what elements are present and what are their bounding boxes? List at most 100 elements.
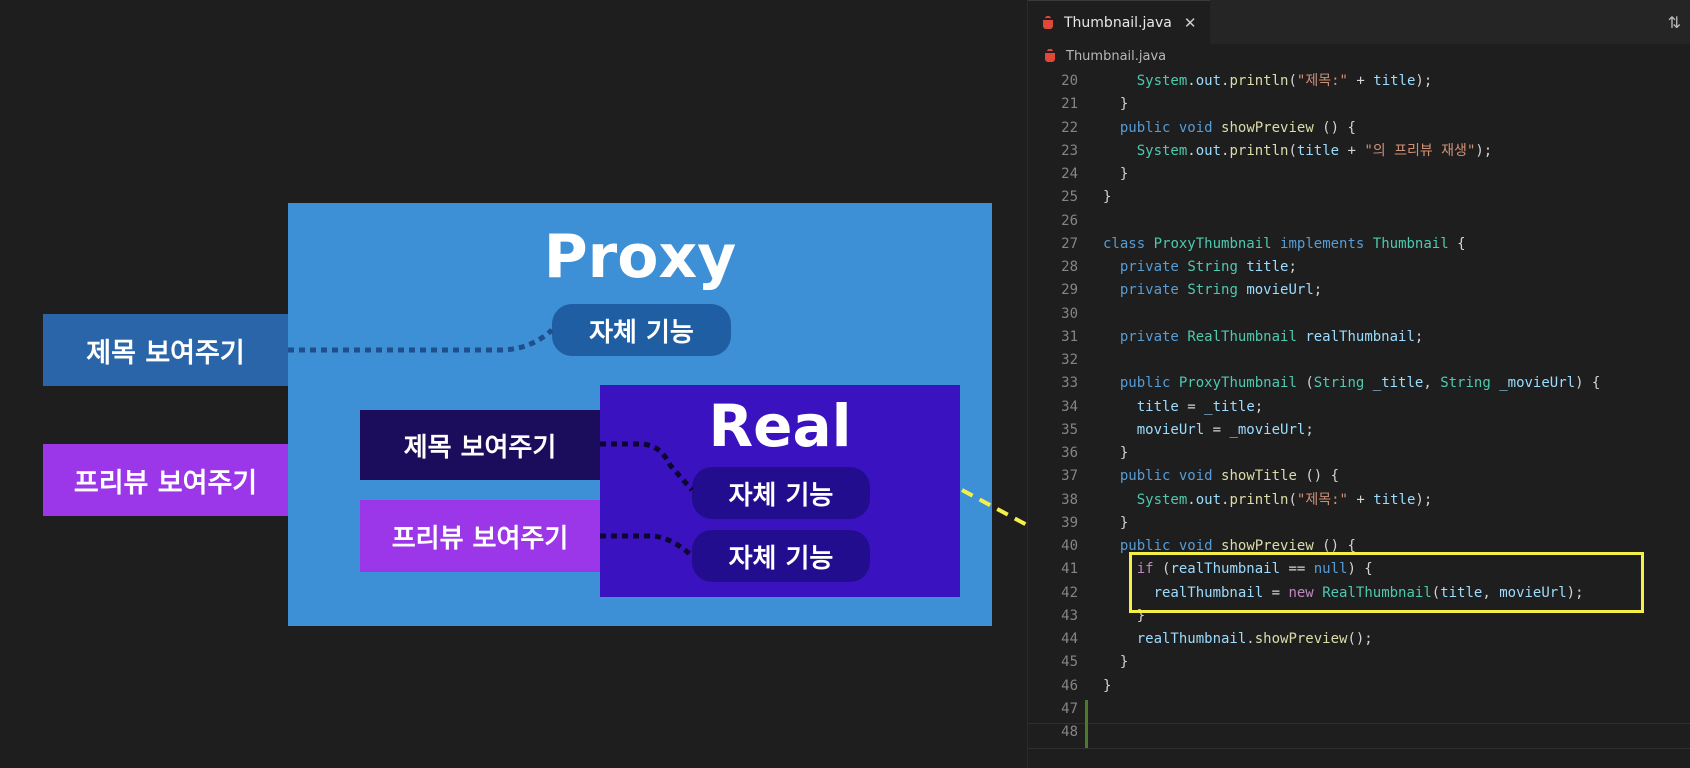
code-line[interactable]: 37 public void showTitle () { [1028, 465, 1690, 488]
line-content: public void showPreview () { [1119, 119, 1356, 136]
line-content: title = _title; [1136, 398, 1264, 415]
line-number: 29 [1061, 282, 1078, 299]
line-number: 46 [1061, 677, 1078, 694]
breadcrumb: Thumbnail.java [1028, 44, 1690, 68]
line-number: 31 [1061, 328, 1078, 345]
code-line[interactable]: 24 } [1028, 163, 1690, 186]
line-content: System.out.println(title + "의 프리뷰 재생"); [1136, 142, 1493, 159]
line-content: } [1103, 654, 1129, 671]
show-preview-box: 프리뷰 보여주기 [43, 444, 288, 516]
line-content: if (realThumbnail == null) { [1136, 561, 1373, 578]
code-line[interactable]: 34 title = _title; [1028, 396, 1690, 419]
code-line[interactable]: 46} [1028, 675, 1690, 698]
line-number: 45 [1061, 654, 1078, 671]
real-self-feature-pill-2: 자체 기능 [692, 530, 870, 582]
line-number: 24 [1061, 166, 1078, 182]
line-content: } [1103, 166, 1129, 182]
code-line[interactable]: 42 realThumbnail = new RealThumbnail(tit… [1028, 582, 1690, 605]
proxy-title: Proxy [543, 222, 737, 292]
line-number: 26 [1061, 212, 1078, 229]
line-number: 48 [1061, 724, 1078, 740]
line-number: 28 [1061, 259, 1078, 275]
line-number: 21 [1061, 96, 1078, 113]
code-line[interactable]: 22 public void showPreview () { [1028, 117, 1690, 140]
line-number: 41 [1061, 561, 1078, 578]
highlight-pointer-line [961, 488, 1030, 529]
line-number: 30 [1061, 305, 1078, 322]
show-title-box: 제목 보여주기 [43, 314, 288, 386]
line-content: private String movieUrl; [1119, 282, 1323, 299]
line-content: class ProxyThumbnail implements Thumbnai… [1103, 235, 1466, 252]
current-line-highlight [1028, 723, 1690, 749]
code-line[interactable]: 25} [1028, 186, 1690, 209]
code-line[interactable]: 32 [1028, 349, 1690, 372]
real-self-feature-pill-1: 자체 기능 [692, 467, 870, 519]
code-line[interactable]: 31 private RealThumbnail realThumbnail; [1028, 326, 1690, 349]
line-content: movieUrl = _movieUrl; [1136, 421, 1314, 438]
code-line[interactable]: 35 movieUrl = _movieUrl; [1028, 419, 1690, 442]
tab-label: Thumbnail.java [1064, 15, 1172, 31]
code-line[interactable]: 33 public ProxyThumbnail (String _title,… [1028, 372, 1690, 395]
connector-lines [288, 328, 1030, 558]
compare-changes-icon[interactable]: ⇅ [1667, 13, 1681, 32]
tab-thumbnail-java[interactable]: Thumbnail.java ✕ [1028, 0, 1211, 45]
close-icon[interactable]: ✕ [1183, 14, 1197, 32]
line-number: 37 [1061, 468, 1078, 485]
line-content: realThumbnail = new RealThumbnail(title,… [1153, 584, 1584, 601]
line-number: 42 [1061, 584, 1078, 601]
line-content: } [1103, 514, 1129, 531]
inner-preview-connector [600, 533, 694, 558]
code-line[interactable]: 40 public void showPreview () { [1028, 535, 1690, 558]
line-content: System.out.println("제목:" + title); [1136, 73, 1433, 89]
code-line[interactable]: 23 System.out.println(title + "의 프리뷰 재생"… [1028, 140, 1690, 163]
tab-bar: Thumbnail.java ✕ ⇅ [1028, 0, 1690, 45]
line-number: 47 [1061, 700, 1078, 717]
code-line[interactable]: 21 } [1028, 93, 1690, 116]
line-number: 40 [1061, 538, 1078, 554]
line-number: 25 [1061, 189, 1078, 206]
code-line[interactable]: 41 if (realThumbnail == null) { [1028, 558, 1690, 581]
code-editor: Thumbnail.java ✕ ⇅ Thumbnail.java 20 Sys… [1027, 0, 1690, 768]
java-file-icon [1042, 16, 1056, 30]
code-line[interactable]: 26 [1028, 210, 1690, 233]
code-line[interactable]: 29 private String movieUrl; [1028, 279, 1690, 302]
line-content: System.out.println("제목:" + title); [1136, 491, 1433, 508]
breadcrumb-file[interactable]: Thumbnail.java [1066, 48, 1167, 64]
code-line[interactable]: 47 [1028, 698, 1690, 721]
line-number: 22 [1061, 119, 1078, 136]
code-line[interactable]: 27 class ProxyThumbnail implements Thumbn… [1028, 233, 1690, 256]
code-line[interactable]: 30 [1028, 303, 1690, 326]
highlight-box [1129, 552, 1644, 613]
line-content: } [1103, 189, 1112, 206]
code-line[interactable]: 36 } [1028, 442, 1690, 465]
code-line[interactable]: 20 System.out.println("제목:" + title); [1028, 70, 1690, 93]
line-number: 38 [1061, 491, 1078, 508]
code-line[interactable]: 48 [1028, 721, 1690, 744]
inner-show-preview-box: 프리뷰 보여주기 [360, 500, 600, 572]
code-line[interactable]: 43 } [1028, 605, 1690, 628]
git-added-gutter-2 [1085, 724, 1088, 748]
line-content: realThumbnail.showPreview(); [1136, 631, 1373, 647]
line-number: 23 [1061, 142, 1078, 159]
code-line[interactable]: 39 } [1028, 512, 1690, 535]
line-content: public ProxyThumbnail (String _title, St… [1119, 375, 1601, 392]
proxy-title-connector [288, 328, 554, 353]
line-number: 36 [1061, 445, 1078, 461]
line-content: private RealThumbnail realThumbnail; [1119, 328, 1424, 345]
line-content: private String title; [1119, 259, 1297, 275]
real-title: Real [708, 392, 852, 460]
code-line[interactable]: 45 } [1028, 651, 1690, 674]
code-line[interactable]: 28 private String title; [1028, 256, 1690, 279]
line-number: 32 [1061, 352, 1078, 368]
line-number: 27 [1061, 235, 1078, 252]
line-number: 34 [1061, 398, 1078, 415]
line-content: public void showPreview () { [1119, 538, 1356, 554]
code-area[interactable]: 20 System.out.println("제목:" + title);21 … [1028, 70, 1690, 744]
inner-title-connector [600, 441, 694, 492]
code-line[interactable]: 44 realThumbnail.showPreview(); [1028, 628, 1690, 651]
proxy-diagram: Proxy 자체 기능 제목 보여주기 프리뷰 보여주기 Real 자체 기능 … [43, 203, 1030, 626]
git-added-gutter-1 [1085, 700, 1088, 724]
line-content: } [1103, 677, 1112, 694]
code-line[interactable]: 38 System.out.println("제목:" + title); [1028, 489, 1690, 512]
inner-show-title-box: 제목 보여주기 [360, 410, 600, 480]
